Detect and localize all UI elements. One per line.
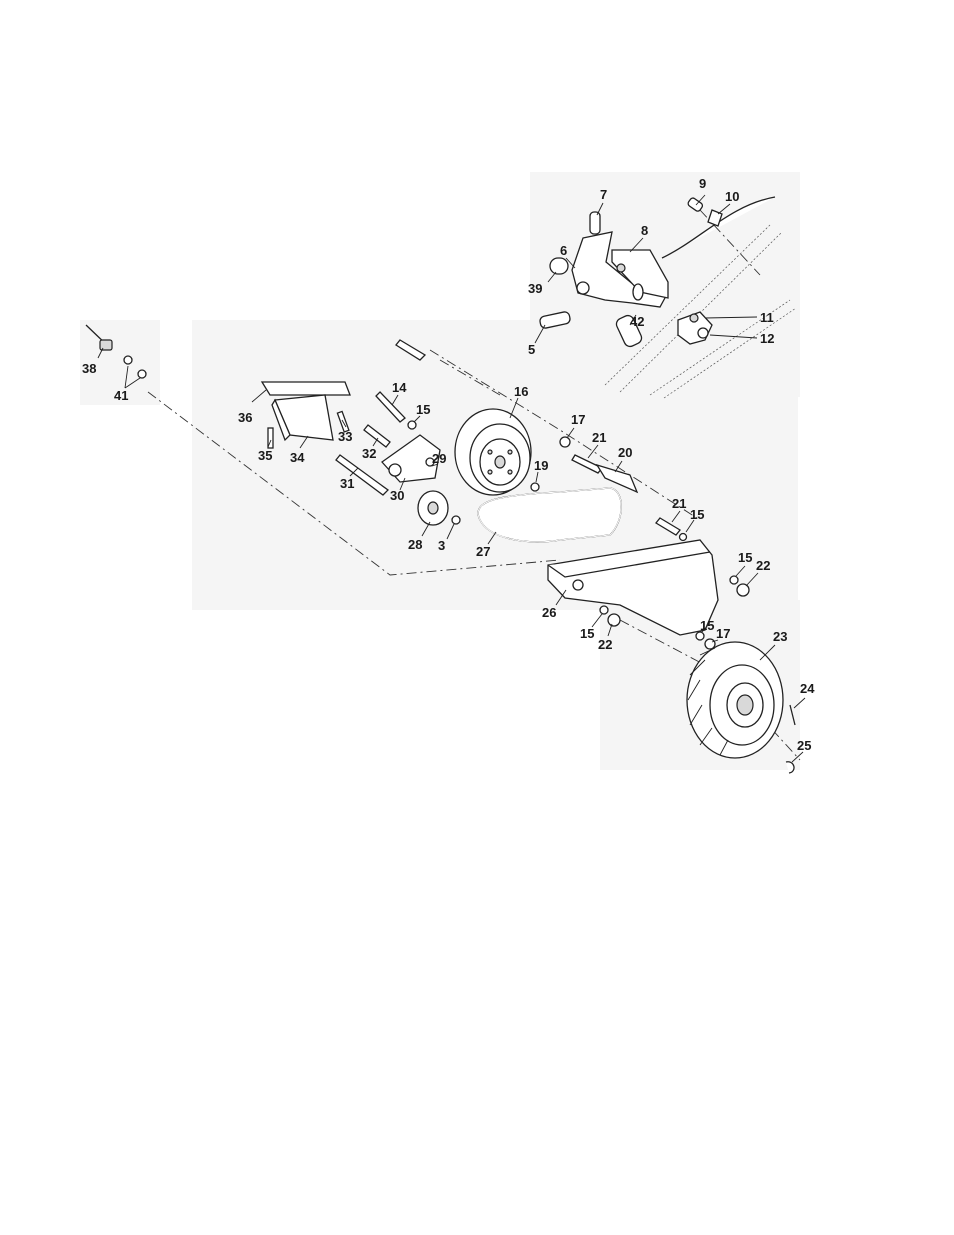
callout-15-c: 15: [738, 550, 752, 565]
callout-35: 35: [258, 448, 272, 463]
callout-28: 28: [408, 537, 422, 552]
callout-15-e: 15: [700, 618, 714, 633]
callout-17-a: 17: [571, 412, 585, 427]
callout-38: 38: [82, 361, 96, 376]
callout-41: 41: [114, 388, 128, 403]
callout-15-d: 15: [580, 626, 594, 641]
callout-21-a: 21: [592, 430, 606, 445]
callout-26: 26: [542, 605, 556, 620]
callout-32: 32: [362, 446, 376, 461]
callout-11: 11: [760, 310, 774, 325]
callout-10: 10: [725, 189, 739, 204]
callout-5: 5: [528, 342, 535, 357]
callout-42: 42: [630, 314, 644, 329]
knob-39: [550, 258, 568, 274]
callout-24: 24: [800, 681, 815, 696]
callout-6: 6: [560, 243, 567, 258]
callout-21-b: 21: [672, 496, 686, 511]
callout-15-a: 15: [416, 402, 430, 417]
callout-36: 36: [238, 410, 252, 425]
callout-27: 27: [476, 544, 490, 559]
callout-15-b: 15: [690, 507, 704, 522]
callout-33: 33: [338, 429, 352, 444]
callout-16: 16: [514, 384, 528, 399]
callout-9: 9: [699, 176, 706, 191]
callout-17-b: 17: [716, 626, 730, 641]
callout-8: 8: [641, 223, 648, 238]
bolt-7: [590, 212, 600, 234]
callout-23: 23: [773, 629, 787, 644]
callout-39: 39: [528, 281, 542, 296]
callout-29: 29: [432, 451, 446, 466]
callout-20: 20: [618, 445, 632, 460]
callout-34: 34: [290, 450, 305, 465]
callout-3: 3: [438, 538, 445, 553]
callout-14: 14: [392, 380, 407, 395]
callout-19: 19: [534, 458, 548, 473]
callout-7: 7: [600, 187, 607, 202]
callout-30: 30: [390, 488, 404, 503]
callout-25: 25: [797, 738, 811, 753]
callout-12: 12: [760, 331, 774, 346]
callout-31: 31: [340, 476, 354, 491]
callout-22-b: 22: [598, 637, 612, 652]
callout-22-a: 22: [756, 558, 770, 573]
